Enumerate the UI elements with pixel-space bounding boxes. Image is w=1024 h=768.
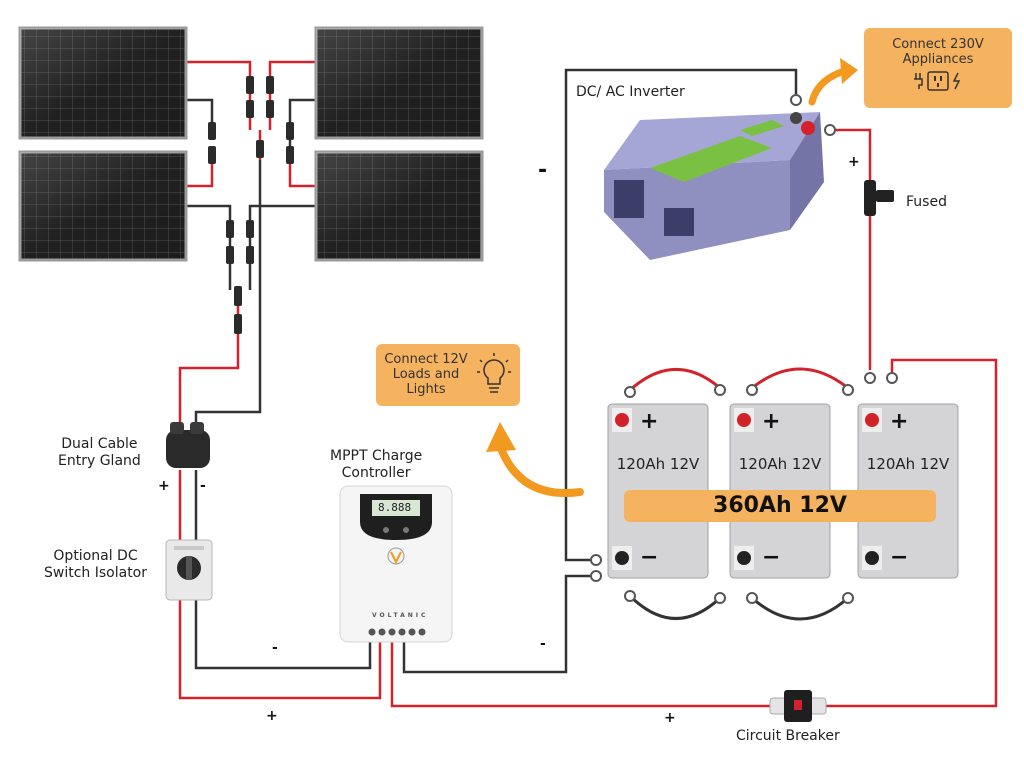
controller-minus-sign-right: -	[540, 636, 546, 652]
loads-callout: Connect 12V Loads and Lights	[376, 344, 520, 406]
inverter-plus-sign: +	[848, 154, 860, 170]
battery-2-neg-symbol: −	[762, 545, 781, 570]
plug-socket-icon	[914, 71, 961, 91]
controller-label: MPPT Charge Controller	[330, 448, 423, 481]
controller-display: 8.888	[378, 501, 412, 514]
circuit-breaker	[769, 690, 827, 722]
cable-entry-gland	[166, 422, 210, 468]
dc-switch-isolator	[165, 539, 213, 601]
battery-1-pos-symbol: +	[640, 409, 659, 434]
positive-wires	[178, 60, 998, 708]
inline-fuse	[864, 180, 894, 216]
gland-minus-sign: -	[200, 478, 206, 494]
solar-panel-bottom-right	[314, 150, 484, 262]
breaker-plus-sign: +	[664, 710, 676, 726]
battery-1-label: 120Ah 12V	[616, 455, 700, 473]
controller-brand: VOLTANIC	[372, 612, 429, 619]
battery-3-pos-symbol: +	[890, 409, 909, 434]
loads-callout-text: Connect 12V Loads and Lights	[384, 352, 468, 397]
battery-total-bar	[624, 490, 936, 522]
light-bulb-icon	[477, 353, 511, 393]
solar-panel-top-right	[314, 26, 484, 140]
mppt-controller	[339, 485, 453, 643]
solar-panel-top-left	[18, 26, 188, 140]
battery-2-pos-symbol: +	[762, 409, 781, 434]
appliances-callout-text: Connect 230V Appliances	[892, 37, 984, 67]
gland-label: Dual Cable Entry Gland	[58, 436, 141, 469]
dc-ac-inverter	[604, 112, 824, 260]
battery-2-label: 120Ah 12V	[738, 455, 822, 473]
battery-3-label: 120Ah 12V	[866, 455, 950, 473]
fused-label: Fused	[906, 194, 947, 210]
controller-plus-sign-left: +	[266, 708, 278, 724]
controller-minus-sign-left: -	[272, 640, 278, 656]
inverter-label: DC/ AC Inverter	[576, 84, 685, 100]
appliances-callout: Connect 230V Appliances	[864, 28, 1012, 108]
inverter-minus-sign: -	[538, 158, 548, 183]
battery-total-label: 360Ah 12V	[713, 493, 847, 518]
breaker-label: Circuit Breaker	[736, 728, 840, 744]
arrow-to-loads	[486, 422, 584, 497]
mc4-connectors	[208, 76, 294, 334]
ring-terminals	[590, 94, 898, 604]
gland-plus-sign: +	[158, 478, 170, 494]
solar-panel-bottom-left	[18, 150, 188, 262]
isolator-label: Optional DC Switch Isolator	[44, 548, 148, 581]
arrow-to-appliances	[808, 58, 858, 106]
battery-3-neg-symbol: −	[890, 545, 909, 570]
battery-1-neg-symbol: −	[640, 545, 659, 570]
